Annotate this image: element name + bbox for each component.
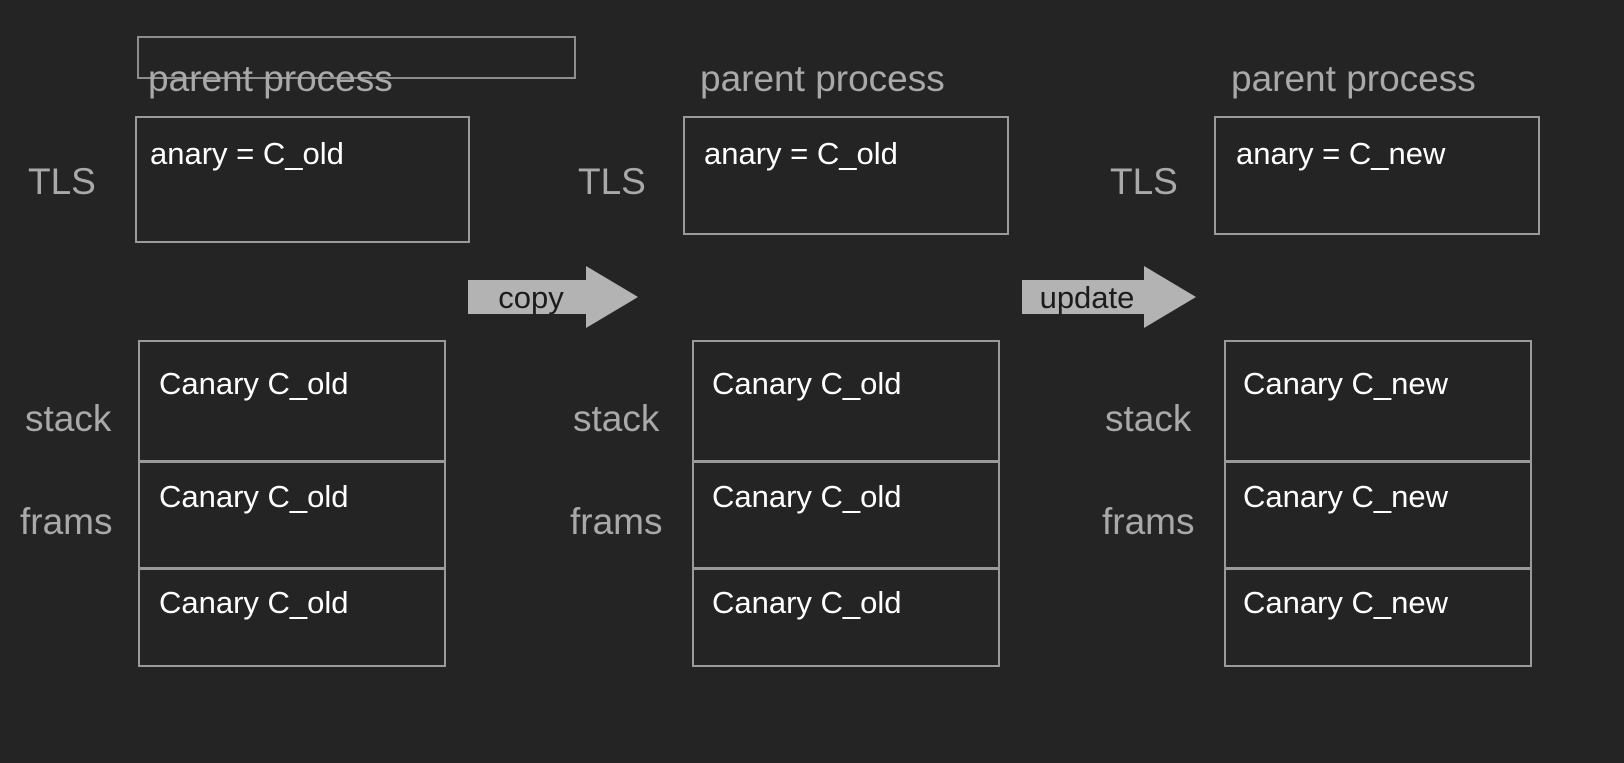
panel-2-frame-1-text: Canary C_old: [712, 479, 902, 514]
panel-1-header-rectangle: [137, 36, 576, 79]
panel-1-frame-0-text: Canary C_old: [159, 366, 349, 401]
arrow-copy: copy: [468, 266, 638, 328]
panel-2-frame-0: [692, 340, 1000, 462]
panel-2-frame-1: [692, 461, 1000, 569]
panel-3-frame-0: [1224, 340, 1532, 462]
panel-3-process-title: parent process: [1231, 58, 1476, 99]
panel-3-tls-label: TLS: [1110, 161, 1178, 202]
panel-3-frame-2-text: Canary C_new: [1243, 585, 1449, 620]
panel-1-frame-2-text: Canary C_old: [159, 585, 349, 620]
panel-1-tls-box: [135, 116, 470, 243]
panel-2-tls-box: [683, 116, 1009, 235]
panel-2-stack-label-line2: frams: [570, 501, 663, 542]
panel-3-stack-label-line1: stack: [1105, 398, 1192, 439]
panel-2-tls-label: TLS: [578, 161, 646, 202]
panel-2-frame-0-text: Canary C_old: [712, 366, 902, 401]
panel-1-process-title: parent process: [148, 58, 393, 99]
panel-3-stack-label-line2: frams: [1102, 501, 1195, 542]
arrow-update: update: [1022, 266, 1196, 328]
panel-1-frame-2: [138, 568, 446, 667]
panel-1-stack-label-line1: stack: [25, 398, 112, 439]
panel-1-tls-label: TLS: [28, 161, 96, 202]
panel-3-tls-box: [1214, 116, 1540, 235]
panel-1-frame-0: [138, 340, 446, 462]
panel-2-stack-label-line1: stack: [573, 398, 660, 439]
panel-1-frame-1-text: Canary C_old: [159, 479, 349, 514]
arrow-update-shape: [1022, 266, 1196, 328]
panel-1-stack-label-line2: frams: [20, 501, 113, 542]
panel-3-tls-value: anary = C_new: [1236, 136, 1446, 171]
panel-3-frame-1-text: Canary C_new: [1243, 479, 1449, 514]
panel-3-frame-1: [1224, 461, 1532, 569]
panel-3-frame-2: [1224, 568, 1532, 667]
panel-2-process-title: parent process: [700, 58, 945, 99]
panel-1-frame-1: [138, 461, 446, 569]
arrow-update-label: update: [1039, 280, 1135, 315]
panel-3-frame-0-text: Canary C_new: [1243, 366, 1449, 401]
panel-2-frame-2: [692, 568, 1000, 667]
arrow-copy-shape: [468, 266, 638, 328]
panel-2-tls-value: anary = C_old: [704, 136, 898, 171]
panel-1-tls-value: anary = C_old: [150, 136, 344, 171]
panel-2-frame-2-text: Canary C_old: [712, 585, 902, 620]
arrow-copy-label: copy: [498, 280, 564, 315]
